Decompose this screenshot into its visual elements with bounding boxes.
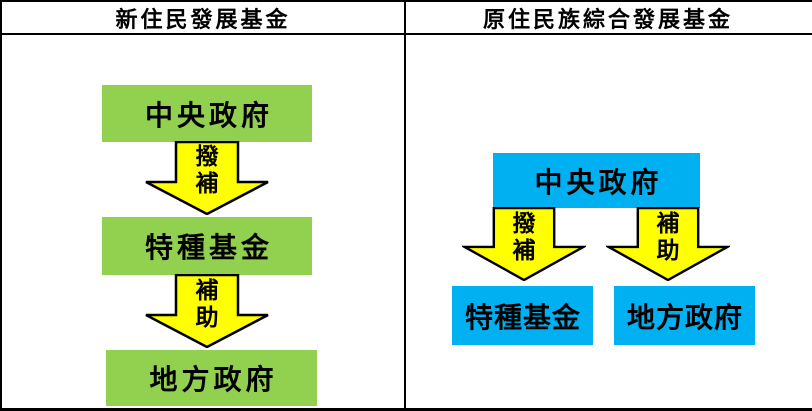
left-central-gov-label: 中央政府 — [144, 98, 273, 132]
right-fund-panel: 中央政府 撥 補 補 助 特種基金 地方政府 — [406, 37, 812, 408]
right-special-fund-label: 特種基金 — [464, 300, 581, 334]
right-special-fund-box: 特種基金 — [452, 286, 593, 345]
right-subsidy-arrow-label: 補 助 — [656, 210, 680, 264]
left-subsidy-arrow-icon — [145, 274, 269, 348]
right-subsidy-arrow-icon — [606, 207, 730, 283]
right-central-gov-box: 中央政府 — [493, 153, 700, 208]
left-fund-panel: 中央政府 撥 補 特種基金 補 助 地方政府 — [2, 37, 404, 408]
right-disbursement-arrow-label: 撥 補 — [512, 210, 536, 264]
left-disbursement-arrow-icon — [145, 141, 269, 215]
right-fund-title: 原住民族綜合發展基金 — [482, 6, 733, 33]
left-special-fund-box: 特種基金 — [102, 217, 312, 275]
left-disbursement-arrow-label: 撥 補 — [195, 143, 219, 197]
right-local-gov-box: 地方政府 — [614, 286, 755, 345]
left-local-gov-label: 地方政府 — [149, 363, 278, 396]
column-divider — [404, 2, 406, 408]
left-special-fund-label: 特種基金 — [144, 231, 273, 264]
left-subsidy-arrow-label: 補 助 — [195, 277, 219, 331]
left-fund-title: 新住民發展基金 — [115, 6, 291, 33]
left-central-gov-box: 中央政府 — [102, 85, 312, 142]
right-local-gov-label: 地方政府 — [626, 300, 743, 334]
left-local-gov-box: 地方政府 — [106, 350, 317, 406]
header-row: 新住民發展基金 原住民族綜合發展基金 — [2, 2, 812, 35]
right-central-gov-label: 中央政府 — [534, 165, 663, 199]
right-disbursement-arrow-icon — [462, 207, 586, 283]
